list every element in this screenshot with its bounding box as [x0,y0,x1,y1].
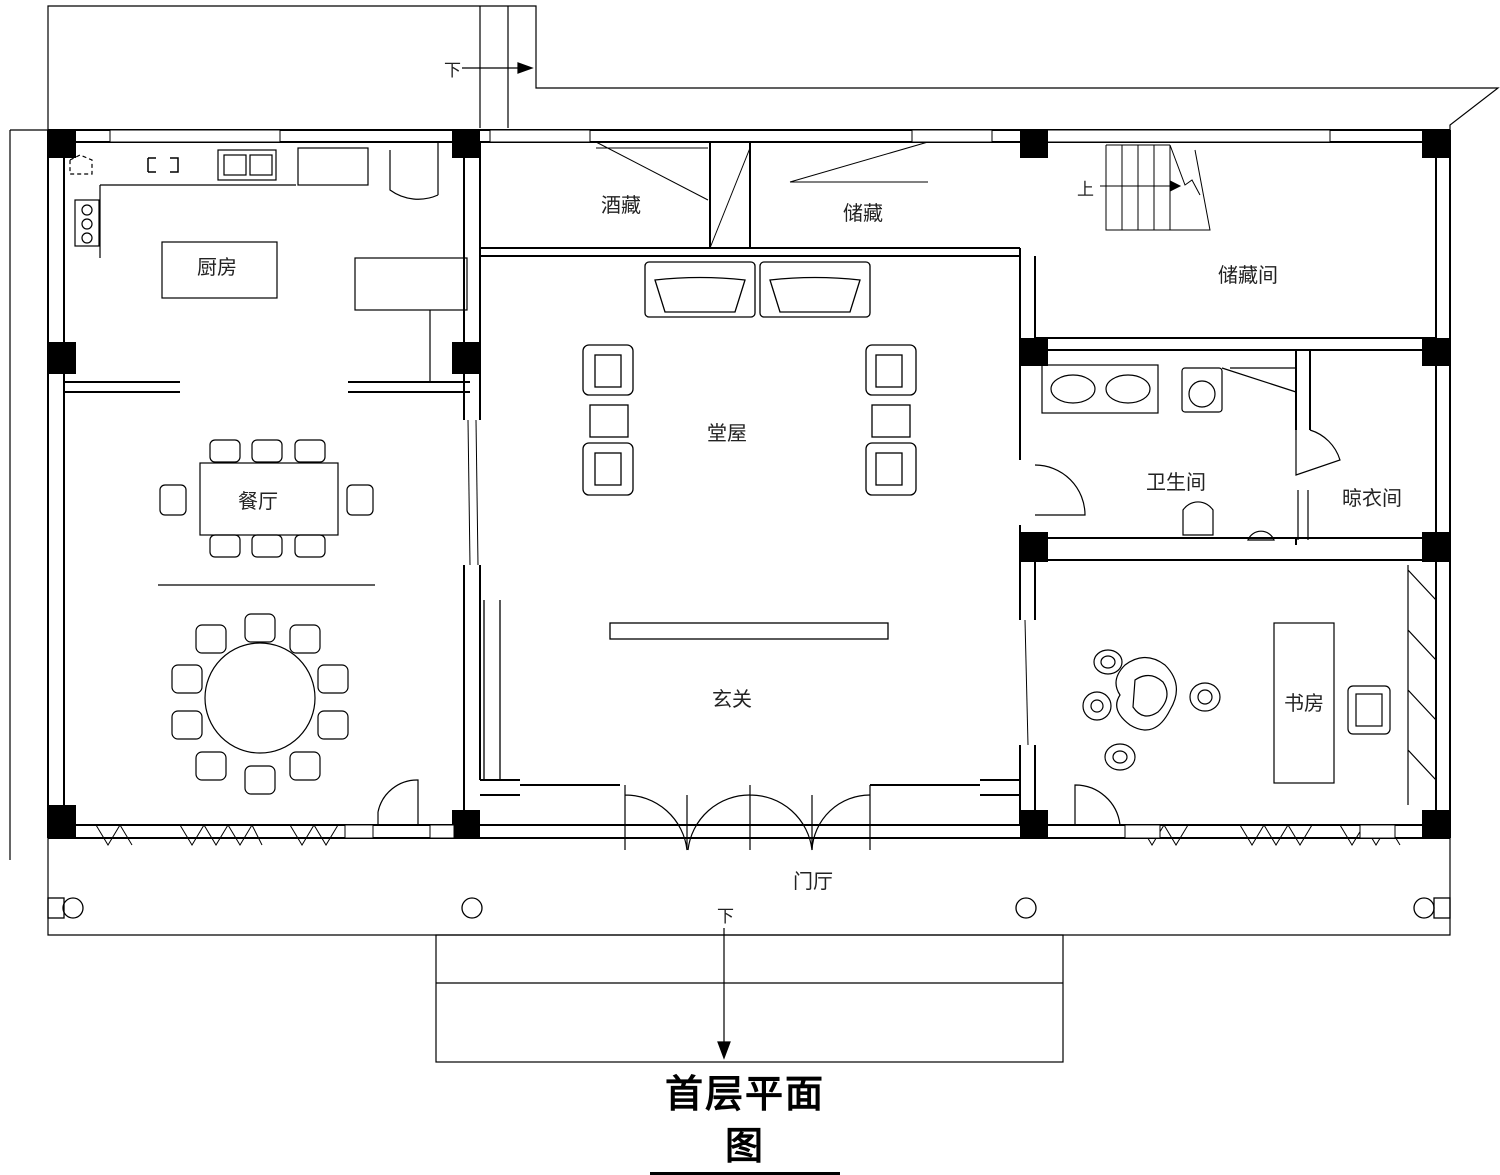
entrance-doors [624,785,871,851]
bathroom-fixtures [1034,364,1341,541]
top-windows [109,129,1331,143]
room-label-storage-room: 储藏间 [1218,263,1278,287]
room-label-storage: 储藏 [843,201,883,225]
porch-columns [47,897,1451,919]
bottom-windows [95,823,1401,846]
room-label-porch: 门厅 [793,869,833,893]
study-fixtures [1024,565,1437,826]
hall-furniture [467,261,917,780]
round-table-chairs [171,613,349,795]
room-label-drying-room: 晾衣间 [1342,486,1402,510]
top-stair-arrow [462,62,534,74]
floor-plan-drawing: 厨房 餐厅 酒藏 储藏 储藏间 堂屋 卫生间 晾衣间 玄关 书房 门厅 下 上 … [9,5,1500,1063]
room-label-main-hall: 堂屋 [707,421,747,445]
room-label-bathroom: 卫生间 [1146,470,1206,494]
room-label-wine-storage: 酒藏 [601,193,641,217]
terrace-outline [47,5,1500,936]
plan-title: 首层平面图 [650,1068,840,1175]
room-label-entrance: 玄关 [712,687,752,711]
storage-fixtures [595,141,1211,249]
dining-chairs [159,439,374,558]
structural-columns [48,130,1450,838]
marker-down-top: 下 [444,61,461,81]
interior-walls [64,142,1436,825]
room-label-dining: 餐厅 [238,489,278,513]
stair [1105,145,1211,231]
room-label-kitchen: 厨房 [197,255,237,279]
room-label-study: 书房 [1284,691,1324,715]
marker-up-stair: 上 [1077,180,1094,200]
round-dining-table [204,642,316,754]
kitchen-fixtures [69,142,468,382]
front-steps [435,928,1064,1063]
marker-down-front: 下 [717,907,734,927]
dining-fixtures [158,439,419,825]
